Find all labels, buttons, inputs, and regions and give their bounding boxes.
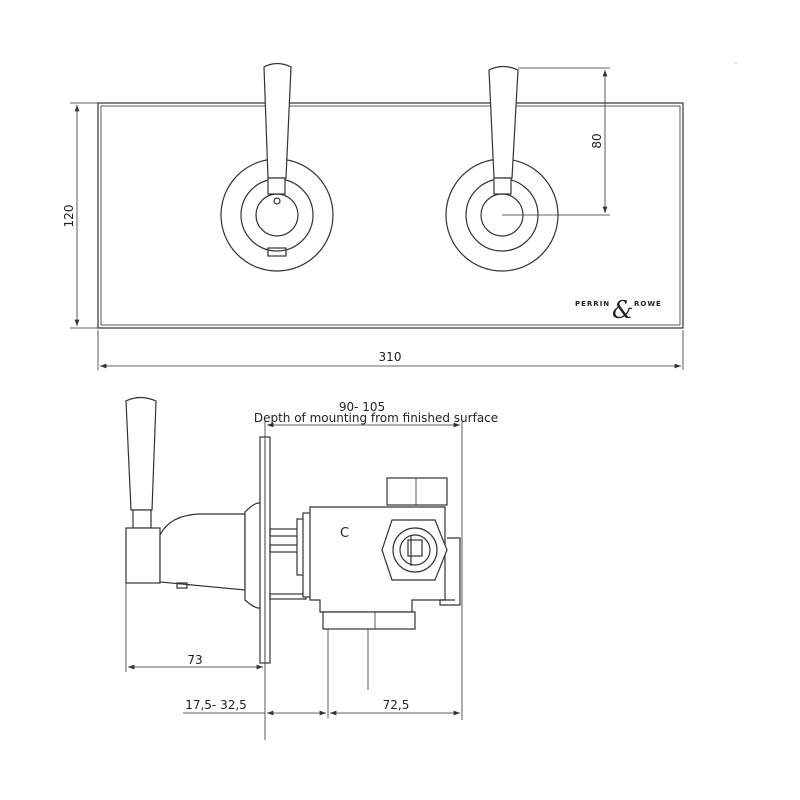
dim-width-label: 310 [379,350,402,364]
right-lever-handle [488,65,519,179]
depth-caption: Depth of mounting from finished surface [254,411,498,425]
side-view: C 90- 105 Depth of mounting from finishe… [125,396,498,740]
right-control [445,65,559,272]
svg-text:ROWE: ROWE [634,300,662,308]
dim-depth-label: 90- 105 [339,400,385,414]
front-view: PERRIN & ROWE 120 310 80 . [62,59,737,370]
brand-logo: PERRIN & ROWE [575,296,662,324]
dim-body-label: 72,5 [383,698,410,712]
svg-text:&: & [612,296,633,324]
dim-projection-label: 73 [187,653,202,667]
left-control [220,62,334,272]
side-lever-handle [125,396,157,511]
left-lever-handle [263,62,292,179]
dim-height-label: 120 [62,205,76,228]
svg-text:PERRIN: PERRIN [575,300,610,308]
dim-handle-label: 80 [590,133,604,148]
svg-text:.: . [735,59,737,66]
dim-wall-label: 17,5- 32,5 [185,698,247,712]
faceplate [97,102,684,329]
body-mark: C [340,526,349,541]
